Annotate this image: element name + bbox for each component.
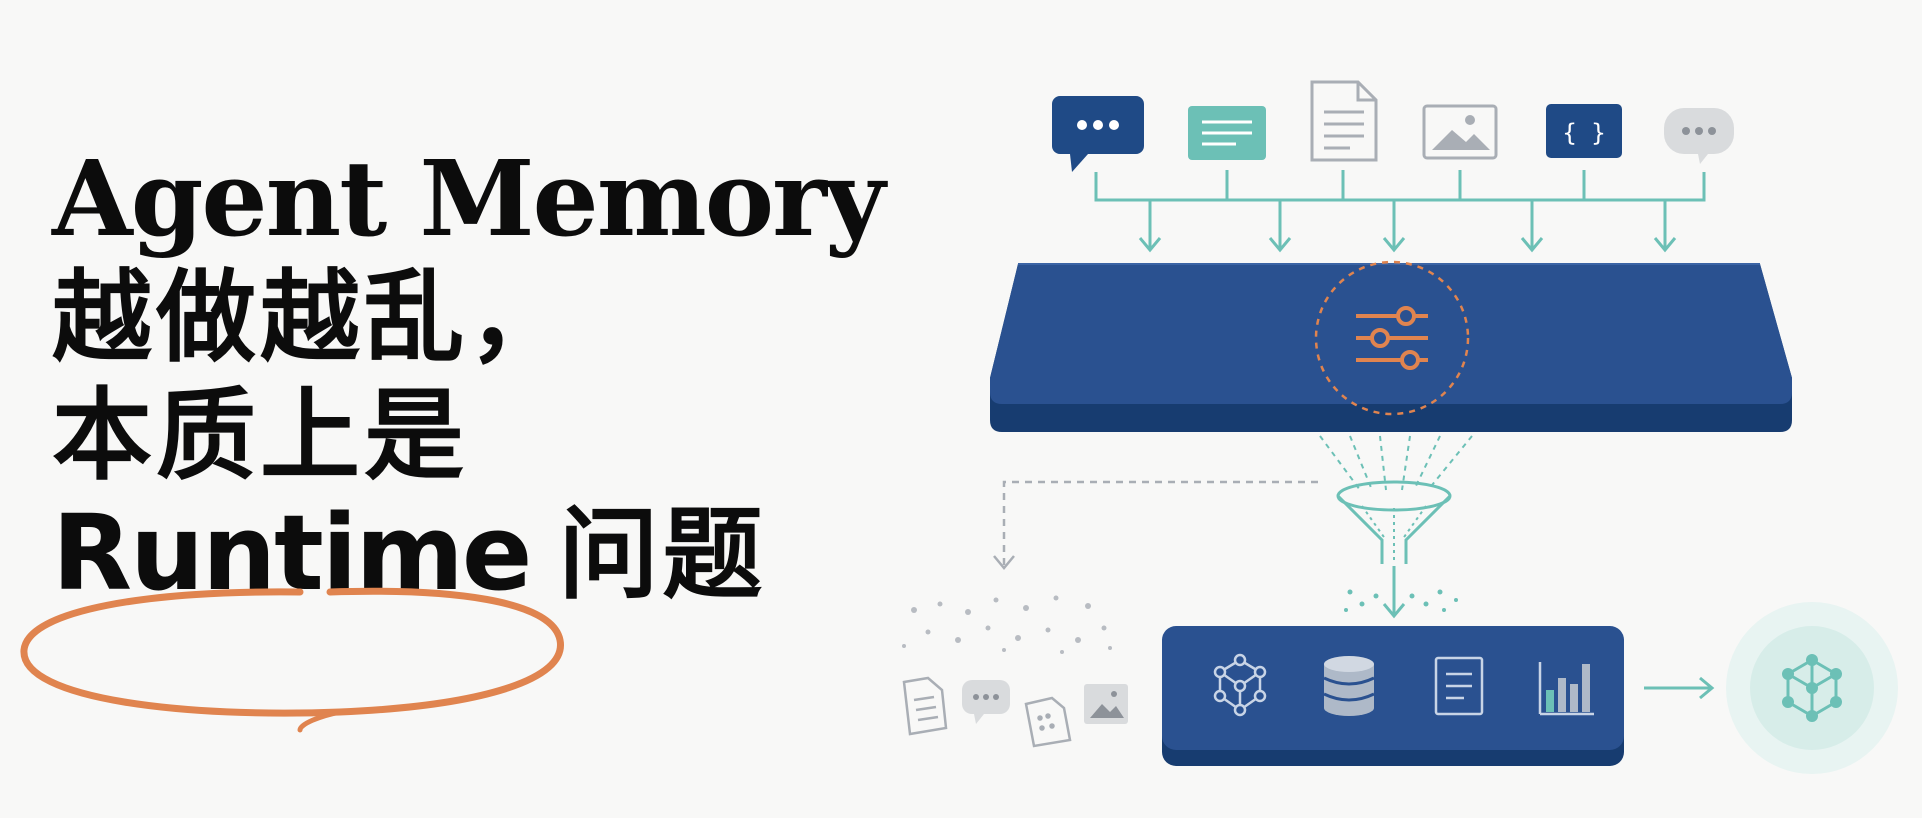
chat-bubble-icon (1664, 108, 1734, 164)
image-icon (1084, 684, 1128, 724)
result-arrow (1644, 676, 1715, 700)
text-card-icon (1188, 106, 1266, 160)
graph-icon (1213, 653, 1267, 717)
headline-line-3: 本质上是 (52, 376, 468, 494)
sliders-icon (1314, 260, 1470, 416)
document-icon (1434, 656, 1484, 716)
document-icon (902, 676, 948, 736)
highlight-circle (20, 587, 564, 733)
bar-chart-icon (1538, 662, 1594, 716)
problem-word: 问题 (558, 495, 767, 613)
filter-funnel (1319, 435, 1473, 619)
discarded-particles (902, 595, 1112, 654)
output-panel (1162, 626, 1624, 766)
runtime-panel (990, 263, 1792, 432)
discard-path (1002, 480, 1318, 566)
database-icon (1323, 656, 1375, 716)
input-connectors (1094, 170, 1706, 253)
discard-arrow (993, 555, 1015, 570)
code-braces-icon: { } (1546, 104, 1622, 158)
headline-line-1: Agent Memory (52, 137, 885, 260)
document-icon (1310, 80, 1378, 162)
headline-line-2: 越做越乱， (52, 258, 572, 376)
chat-bubble-icon (1052, 96, 1144, 172)
document-icon (1024, 696, 1072, 748)
chat-bubble-icon (962, 680, 1010, 724)
svg-text:{ }: { } (1562, 119, 1605, 147)
image-icon (1422, 104, 1498, 160)
network-icon (1726, 602, 1898, 774)
filtered-particles (1344, 589, 1458, 612)
